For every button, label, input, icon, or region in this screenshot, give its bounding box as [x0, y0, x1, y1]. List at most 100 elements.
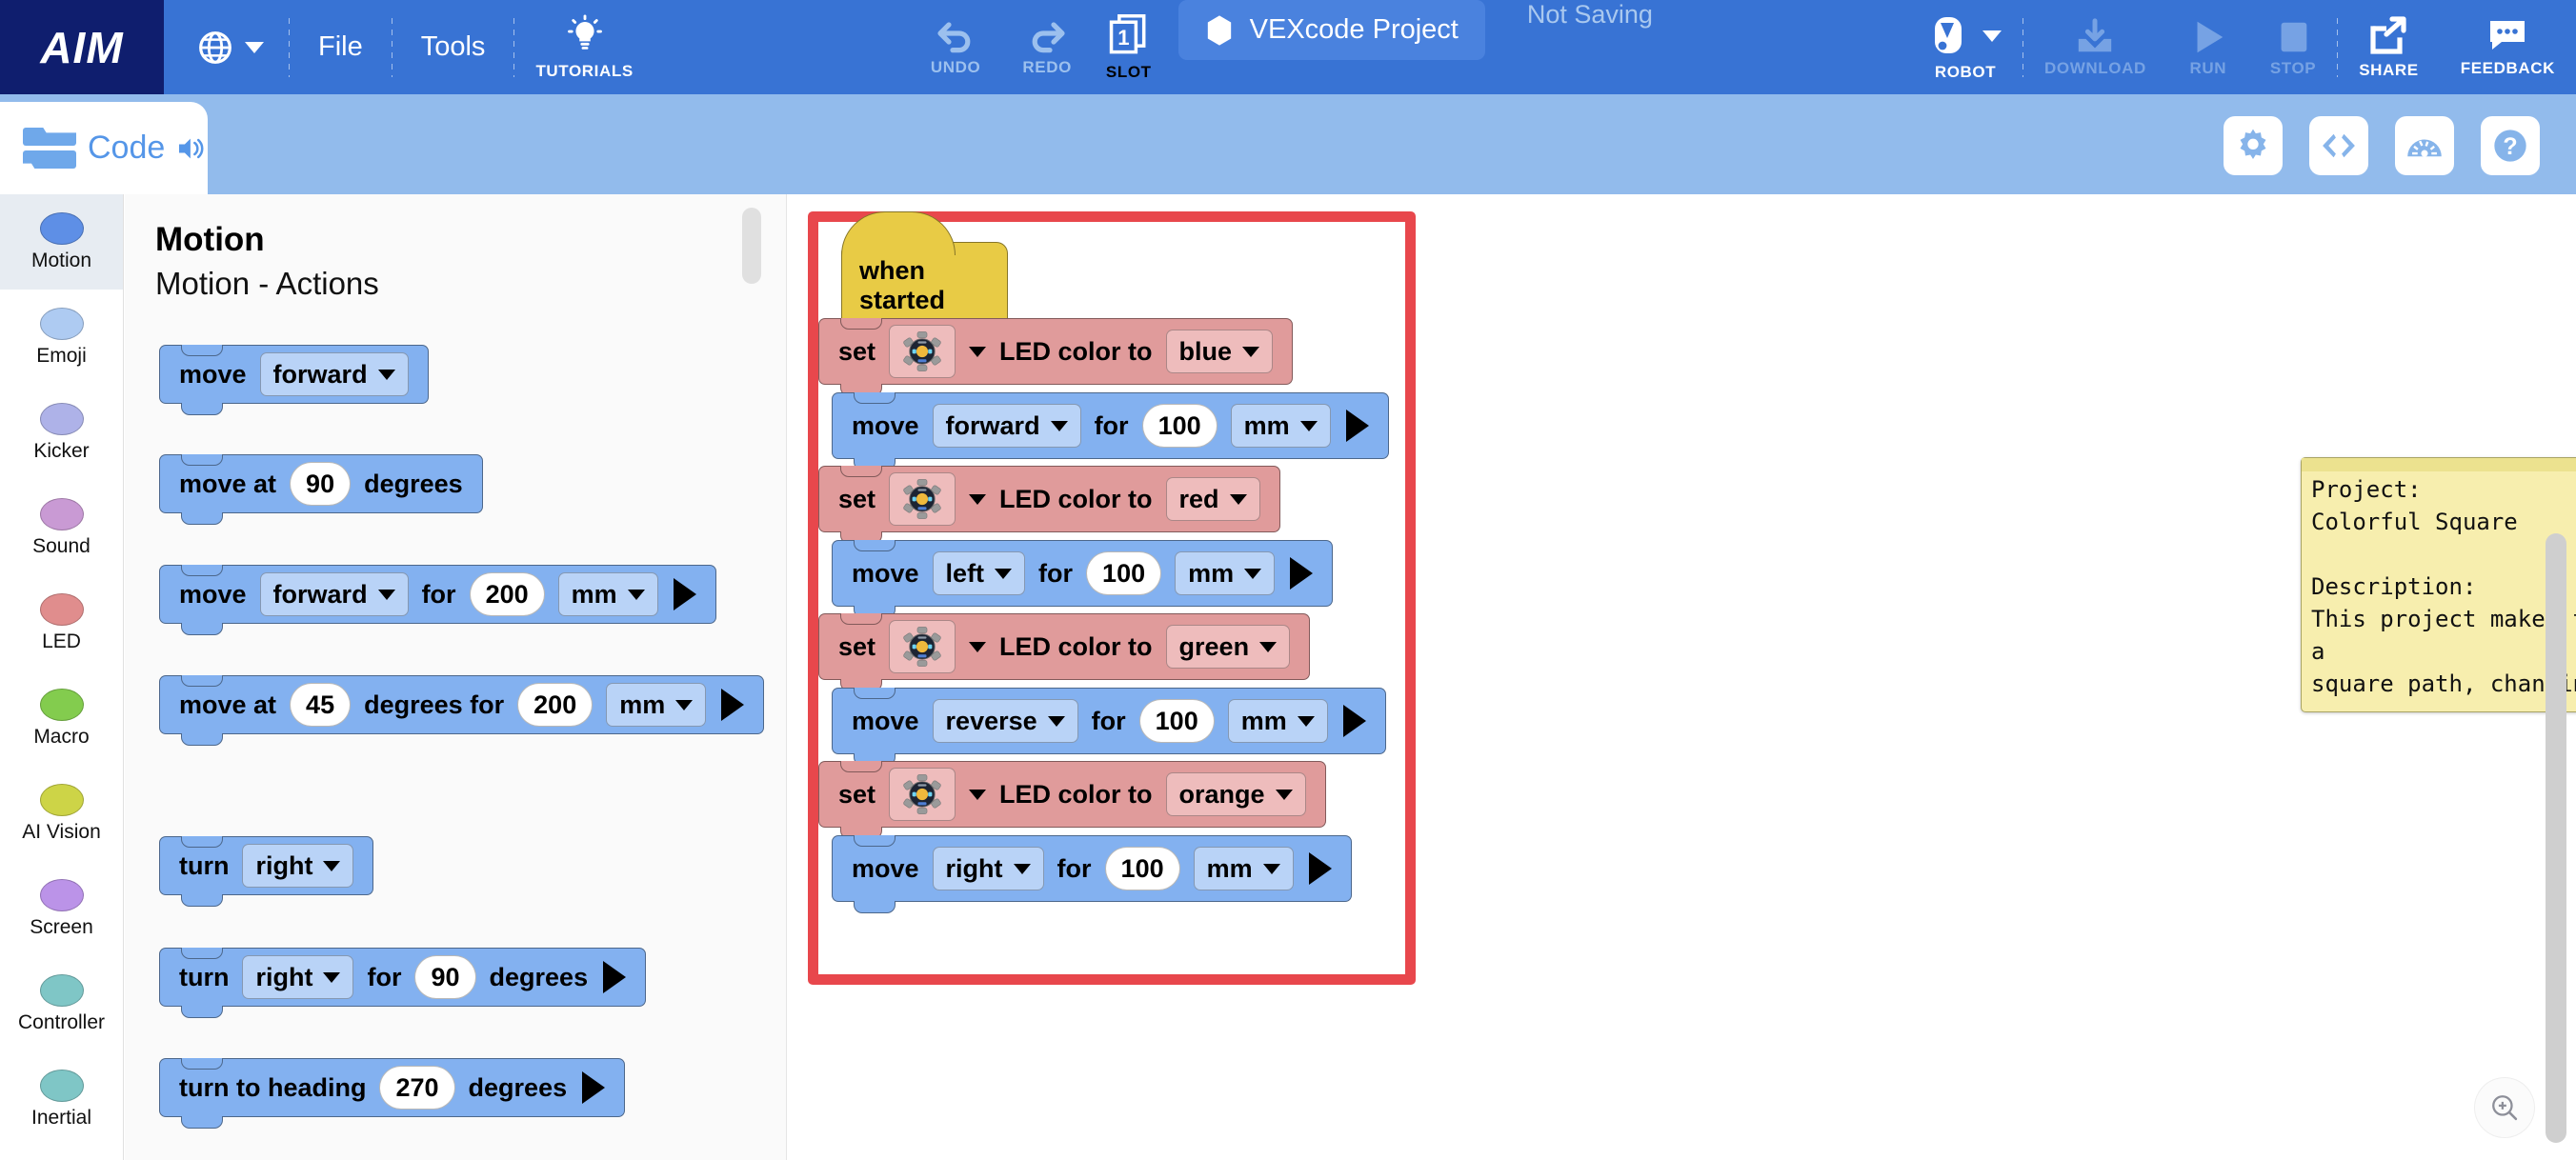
- block-dropdown[interactable]: right: [242, 844, 353, 888]
- dashboard-button[interactable]: [2395, 116, 2454, 175]
- palette-block-turn-dir[interactable]: turnright: [159, 836, 373, 895]
- block-robot-dropdown[interactable]: [889, 620, 956, 673]
- zoom-in-button[interactable]: [2475, 1078, 2534, 1137]
- category-led[interactable]: LED: [0, 575, 123, 670]
- share-button[interactable]: SHARE: [2338, 0, 2440, 94]
- block-number-input[interactable]: 200: [470, 572, 545, 616]
- workspace-block-1[interactable]: moveforwardfor100mm: [832, 392, 1389, 459]
- undo-button[interactable]: UNDO: [910, 0, 1001, 94]
- block-dropdown[interactable]: forward: [260, 352, 409, 396]
- category-screen[interactable]: Screen: [0, 861, 123, 956]
- category-emoji[interactable]: Emoji: [0, 290, 123, 385]
- workspace-block-7[interactable]: moverightfor100mm: [832, 835, 1352, 902]
- block-dropdown[interactable]: mm: [558, 572, 658, 616]
- block-dropdown[interactable]: right: [242, 955, 353, 999]
- block-run-arrow-icon[interactable]: [1309, 852, 1332, 885]
- block-dropdown[interactable]: mm: [1194, 847, 1294, 890]
- language-selector[interactable]: [164, 0, 289, 94]
- palette-block-turn-dir-for[interactable]: turnrightfor90degrees: [159, 948, 646, 1007]
- workspace-block-3[interactable]: moveleftfor100mm: [832, 540, 1333, 607]
- view-code-button[interactable]: [2309, 116, 2368, 175]
- block-run-arrow-icon[interactable]: [603, 961, 626, 993]
- category-macro[interactable]: Macro: [0, 670, 123, 766]
- block-dropdown[interactable]: mm: [1228, 699, 1328, 743]
- workspace-block-6[interactable]: setLED color toorange: [818, 761, 1326, 828]
- palette-block-move-dir-for[interactable]: moveforwardfor200mm: [159, 565, 716, 624]
- palette-scrollbar[interactable]: [742, 206, 761, 1149]
- robot-selector[interactable]: ROBOT: [1908, 0, 2023, 94]
- palette-block-turn-to-heading[interactable]: turn to heading270degrees: [159, 1058, 625, 1117]
- category-motion[interactable]: Motion: [0, 194, 123, 290]
- category-kicker[interactable]: Kicker: [0, 385, 123, 480]
- category-sound[interactable]: Sound: [0, 480, 123, 575]
- palette-block-move-at-deg-for[interactable]: move at45degrees for200mm: [159, 675, 764, 734]
- block-number-input[interactable]: 100: [1142, 404, 1218, 448]
- block-number-input[interactable]: 90: [290, 462, 351, 506]
- workspace-block-0[interactable]: setLED color toblue: [818, 318, 1293, 385]
- settings-button[interactable]: [2224, 116, 2283, 175]
- block-run-arrow-icon[interactable]: [674, 578, 696, 610]
- block-run-arrow-icon[interactable]: [1290, 557, 1313, 590]
- block-dropdown[interactable]: green: [1166, 625, 1291, 669]
- block-run-arrow-icon[interactable]: [582, 1071, 605, 1104]
- block-dropdown[interactable]: reverse: [933, 699, 1078, 743]
- block-dropdown[interactable]: right: [933, 847, 1044, 890]
- help-button[interactable]: ?: [2481, 116, 2540, 175]
- workspace-block-5[interactable]: movereversefor100mm: [832, 688, 1386, 754]
- block-number-input[interactable]: 100: [1139, 699, 1215, 743]
- workspace-block-2[interactable]: setLED color tored: [818, 466, 1280, 532]
- block-dropdown[interactable]: blue: [1166, 330, 1274, 373]
- note-text[interactable]: Project: Colorful Square Description: Th…: [2311, 473, 2576, 696]
- block-dropdown[interactable]: left: [933, 551, 1026, 595]
- block-robot-dropdown[interactable]: [889, 325, 956, 378]
- note-titlebar[interactable]: [2302, 458, 2576, 471]
- block-robot-dropdown[interactable]: [889, 768, 956, 821]
- run-button[interactable]: RUN: [2167, 0, 2249, 94]
- tutorials-button[interactable]: TUTORIALS: [514, 0, 654, 94]
- palette-block-move-at-deg[interactable]: move at90degrees: [159, 454, 483, 513]
- slot-selector[interactable]: 1 SLOT: [1093, 0, 1165, 94]
- block-dropdown[interactable]: red: [1166, 477, 1260, 521]
- download-button[interactable]: DOWNLOAD: [2023, 0, 2167, 94]
- block-number-input[interactable]: 45: [290, 683, 351, 727]
- block-run-arrow-icon[interactable]: [1343, 705, 1366, 737]
- chevron-down-icon[interactable]: [969, 642, 986, 652]
- category-controller[interactable]: Controller: [0, 956, 123, 1051]
- code-workspace[interactable]: when started setLED color toblue move forw…: [788, 194, 2576, 1160]
- block-dropdown[interactable]: forward: [933, 404, 1081, 448]
- project-name-field[interactable]: VEXcode Project: [1178, 0, 1485, 60]
- chevron-down-icon[interactable]: [969, 347, 986, 357]
- logo-text: AIM: [40, 22, 123, 73]
- block-number-input[interactable]: 100: [1086, 551, 1161, 595]
- category-inertial[interactable]: Inertial: [0, 1051, 123, 1147]
- block-number-input[interactable]: 100: [1105, 847, 1180, 890]
- project-comment-note[interactable]: Project: Colorful Square Description: Th…: [2301, 457, 2576, 712]
- block-run-arrow-icon[interactable]: [721, 689, 744, 721]
- stop-button[interactable]: STOP: [2249, 0, 2337, 94]
- block-dropdown[interactable]: mm: [606, 683, 706, 727]
- block-when-started[interactable]: when started: [841, 242, 1008, 328]
- block-robot-dropdown[interactable]: [889, 472, 956, 526]
- block-number-input[interactable]: 270: [379, 1066, 454, 1110]
- menu-tools[interactable]: Tools: [392, 0, 514, 94]
- block-dropdown[interactable]: mm: [1175, 551, 1275, 595]
- workspace-block-4[interactable]: setLED color togreen: [818, 613, 1310, 680]
- block-run-arrow-icon[interactable]: [1346, 410, 1369, 442]
- menu-file[interactable]: File: [290, 0, 392, 94]
- block-number-input[interactable]: 200: [517, 683, 593, 727]
- chevron-down-icon[interactable]: [969, 494, 986, 505]
- feedback-button[interactable]: FEEDBACK: [2440, 0, 2576, 94]
- tab-code[interactable]: Code: [0, 102, 208, 194]
- redo-button[interactable]: REDO: [1001, 0, 1093, 94]
- workspace-scrollbar-thumb[interactable]: [2546, 533, 2566, 1143]
- palette-scrollbar-thumb[interactable]: [742, 208, 761, 284]
- block-number-input[interactable]: 90: [414, 955, 475, 999]
- palette-block-move-dir[interactable]: moveforward: [159, 345, 429, 404]
- block-dropdown-value: right: [255, 963, 312, 992]
- block-dropdown[interactable]: orange: [1166, 772, 1306, 816]
- block-dropdown[interactable]: mm: [1231, 404, 1331, 448]
- category-ai-vision[interactable]: AI Vision: [0, 766, 123, 861]
- chevron-down-icon[interactable]: [969, 790, 986, 800]
- block-dropdown[interactable]: forward: [260, 572, 409, 616]
- block-text: move: [852, 854, 919, 884]
